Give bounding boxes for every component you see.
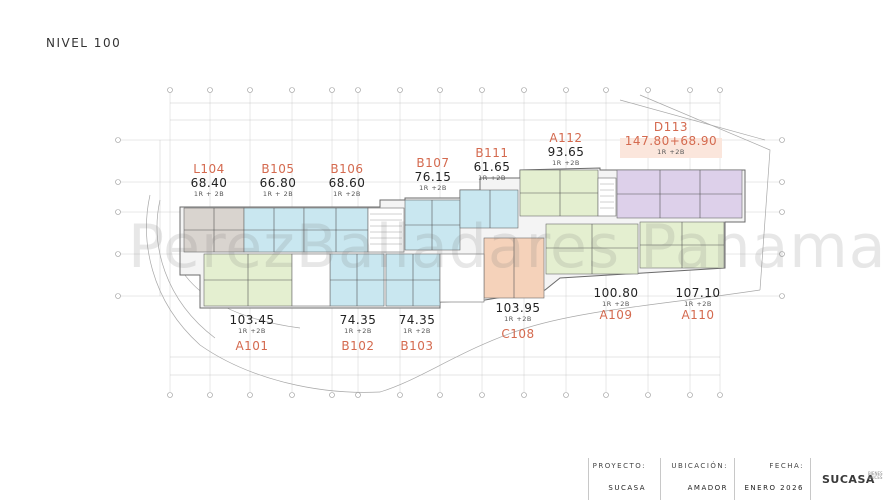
unit-code: B105 [261, 162, 295, 176]
unit-rooms: 1R +2B [684, 300, 712, 308]
unit-c108: 103.95 1R +2B C108 [496, 301, 541, 341]
unit-code: B111 [475, 146, 509, 160]
unit-a109: 100.80 1R +2B A109 [594, 286, 639, 322]
unit-a112: A112 93.65 1R +2B [548, 131, 585, 167]
watermark: PerezBalladares Panama [128, 212, 887, 282]
unit-d113: D113 147.80+68.90 1R +2B [625, 120, 717, 156]
unit-area: 74.35 [398, 313, 436, 327]
title-block-divider [660, 458, 661, 500]
unit-area: 107.10 [675, 286, 721, 300]
unit-rooms: 1R +2B [344, 327, 372, 335]
unit-area: 103.95 [495, 301, 541, 315]
unit-area: 74.35 [339, 313, 377, 327]
unit-area: 100.80 [593, 286, 639, 300]
unit-rooms: 1R + 2B [193, 190, 225, 198]
brand-logo: SUCASA [822, 473, 875, 486]
d113-label-box [620, 138, 722, 158]
title-block: PROYECTO: SUCASA UBICACIÓN: AMADOR FECHA… [0, 462, 896, 500]
interior-walls [184, 170, 742, 306]
unit-b106: B106 68.60 1R +2B [329, 162, 366, 198]
unit-rooms: 1R +2B [552, 159, 580, 167]
unit-rooms: 1R +2B [657, 148, 685, 156]
zone-b111 [459, 189, 519, 229]
stairs [370, 183, 614, 245]
unit-area: 93.65 [547, 145, 585, 159]
level-title: NIVEL 100 [46, 36, 122, 50]
unit-code: L104 [193, 162, 225, 176]
unit-a110: 107.10 1R +2B A110 [676, 286, 721, 322]
unit-code: B107 [416, 156, 450, 170]
unit-code: A110 [681, 308, 715, 322]
unit-code: A109 [599, 308, 633, 322]
unit-rooms: 1R +2B [333, 190, 361, 198]
ubicacion-value: AMADOR [687, 484, 728, 492]
unit-area: 66.80 [259, 176, 297, 190]
unit-area: 68.60 [328, 176, 366, 190]
fecha-label: FECHA: [769, 462, 804, 470]
unit-code: A101 [235, 339, 269, 353]
title-block-divider [810, 458, 811, 500]
unit-b102: 74.35 1R +2B B102 [340, 313, 377, 353]
unit-rooms: 1R +2B [478, 174, 506, 182]
proyecto-value: SUCASA [608, 484, 646, 492]
unit-rooms: 1R +2B [602, 300, 630, 308]
proyecto-field: PROYECTO: SUCASA [566, 462, 646, 492]
title-block-divider [734, 458, 735, 500]
title-block-divider [588, 458, 589, 500]
proyecto-label: PROYECTO: [592, 462, 646, 470]
unit-b105: B105 66.80 1R + 2B [260, 162, 297, 198]
unit-area: 68.40 [190, 176, 228, 190]
unit-code: B102 [341, 339, 375, 353]
unit-code: A112 [549, 131, 583, 145]
brand-subtitle: BIENES RAICES [868, 471, 883, 480]
unit-rooms: 1R + 2B [262, 190, 294, 198]
ubicacion-label: UBICACIÓN: [671, 462, 728, 470]
unit-b111: B111 61.65 1R +2B [474, 146, 511, 182]
unit-rooms: 1R +2B [504, 315, 532, 323]
unit-rooms: 1R +2B [419, 184, 447, 192]
unit-area: 147.80+68.90 [624, 134, 718, 148]
unit-area: 103.45 [229, 313, 275, 327]
unit-b103: 74.35 1R +2B B103 [399, 313, 436, 353]
unit-area: 76.15 [414, 170, 452, 184]
unit-area: 61.65 [473, 160, 511, 174]
unit-code: D113 [653, 120, 689, 134]
unit-b107: B107 76.15 1R +2B [415, 156, 452, 192]
unit-l104: L104 68.40 1R + 2B [191, 162, 228, 198]
grid-bubbles [115, 87, 785, 398]
core-area [291, 177, 617, 307]
unit-code: B106 [330, 162, 364, 176]
unit-a101: 103.45 1R +2B A101 [230, 313, 275, 353]
unit-rooms: 1R +2B [238, 327, 266, 335]
unit-rooms: 1R +2B [403, 327, 431, 335]
fecha-field: FECHA: ENERO 2026 [724, 462, 804, 492]
unit-code: B103 [400, 339, 434, 353]
unit-code: C108 [501, 327, 535, 341]
fecha-value: ENERO 2026 [744, 484, 804, 492]
ubicacion-field: UBICACIÓN: AMADOR [648, 462, 728, 492]
dimension-lines [159, 102, 720, 376]
